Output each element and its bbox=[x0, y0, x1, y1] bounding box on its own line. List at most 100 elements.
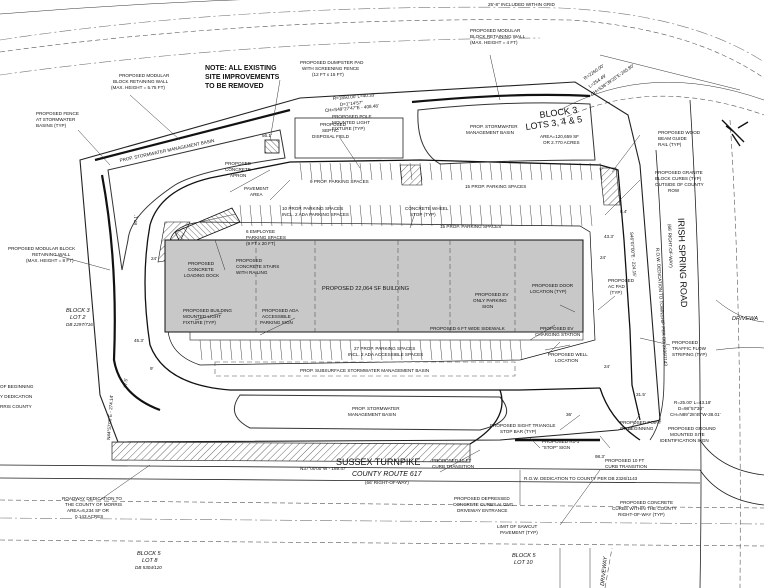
svg-text:PROPOSED DUMPSTER PAD: PROPOSED DUMPSTER PAD bbox=[300, 60, 364, 65]
svg-text:PROPOSED R1-1: PROPOSED R1-1 bbox=[542, 439, 580, 444]
svg-text:LOADING DOCK: LOADING DOCK bbox=[184, 273, 220, 278]
svg-text:R=25.00' L=43.18': R=25.00' L=43.18' bbox=[674, 400, 711, 405]
parking-stall-line bbox=[559, 204, 563, 227]
svg-text:(MAX. HEIGHT = 4 FT): (MAX. HEIGHT = 4 FT) bbox=[470, 40, 518, 45]
svg-text:(9 FT x 20 FT): (9 FT x 20 FT) bbox=[246, 241, 276, 246]
parking-stall-line bbox=[419, 204, 423, 227]
parking-stall-line bbox=[389, 339, 393, 361]
svg-text:PROPOSED 10 FT: PROPOSED 10 FT bbox=[605, 458, 645, 463]
svg-text:WITH SCREENING FENCE: WITH SCREENING FENCE bbox=[302, 66, 359, 71]
svg-text:BLOCK CURBS (TYP): BLOCK CURBS (TYP) bbox=[655, 176, 702, 181]
svg-text:INCL. 2 ADA PARKING SPACES: INCL. 2 ADA PARKING SPACES bbox=[282, 212, 349, 217]
svg-text:PROPOSED DEPRESSED: PROPOSED DEPRESSED bbox=[454, 496, 510, 501]
svg-text:(66' RIGHT-OF-WAY): (66' RIGHT-OF-WAY) bbox=[667, 224, 674, 268]
parking-stall-line bbox=[569, 162, 573, 181]
parking-stall-line bbox=[209, 339, 213, 361]
svg-text:DB 5304/120: DB 5304/120 bbox=[135, 565, 162, 570]
svg-text:AREA: AREA bbox=[250, 192, 263, 197]
svg-text:PROPOSED 6 FT WIDE SIDEWALK: PROPOSED 6 FT WIDE SIDEWALK bbox=[430, 326, 506, 331]
parking-stall-line bbox=[429, 162, 433, 181]
parking-stall-line bbox=[599, 162, 603, 181]
svg-text:31.5': 31.5' bbox=[636, 392, 646, 397]
svg-text:IDENTIFICATION SIGN: IDENTIFICATION SIGN bbox=[660, 438, 709, 443]
svg-text:PROPOSED EV: PROPOSED EV bbox=[475, 292, 509, 297]
parking-stall-line bbox=[229, 339, 233, 361]
svg-text:OUTSIDE OF COUNTY: OUTSIDE OF COUNTY bbox=[655, 182, 704, 187]
parking-stall-line bbox=[549, 204, 553, 227]
svg-text:OF BEGINNING: OF BEGINNING bbox=[620, 426, 654, 431]
parking-stall-line bbox=[489, 339, 493, 361]
parking-stall-line bbox=[379, 162, 383, 181]
parking-stall-line bbox=[479, 339, 483, 361]
svg-text:ROADWAY DEDICATION TO: ROADWAY DEDICATION TO bbox=[62, 496, 122, 501]
svg-text:PROPOSED FENCE: PROPOSED FENCE bbox=[36, 111, 79, 116]
svg-text:MOUNTED SITE: MOUNTED SITE bbox=[670, 432, 705, 437]
parking-stall-line bbox=[589, 162, 593, 181]
wood-guide-rail bbox=[599, 167, 621, 206]
parking-stalls-middle bbox=[239, 204, 593, 227]
svg-text:(MAX. HEIGHT = 8 FT): (MAX. HEIGHT = 8 FT) bbox=[26, 258, 74, 263]
roadway-dedication-area bbox=[111, 441, 471, 463]
subsurface-basin bbox=[214, 361, 516, 377]
svg-text:RRIS COUNTY: RRIS COUNTY bbox=[0, 404, 32, 409]
parking-stall-line bbox=[499, 204, 503, 227]
parking-stall-line bbox=[569, 204, 573, 227]
parking-stall-line bbox=[549, 162, 553, 181]
svg-text:BLOCK RETAINING WALL: BLOCK RETAINING WALL bbox=[470, 34, 526, 39]
svg-text:CONCRETE: CONCRETE bbox=[188, 267, 214, 272]
svg-text:CURB TRANSITION: CURB TRANSITION bbox=[432, 464, 474, 469]
svg-text:(12 FT x 15 FT): (12 FT x 15 FT) bbox=[312, 72, 344, 77]
svg-text:FIXTURE (TYP): FIXTURE (TYP) bbox=[332, 126, 365, 131]
svg-text:BLOCK RETAINING WALL: BLOCK RETAINING WALL bbox=[113, 79, 169, 84]
parking-stall-line bbox=[389, 204, 393, 227]
svg-text:DB 2297/716: DB 2297/716 bbox=[66, 322, 93, 327]
svg-text:LIMIT OF SAWCUT: LIMIT OF SAWCUT bbox=[497, 524, 538, 529]
svg-text:PROPOSED GROUND: PROPOSED GROUND bbox=[668, 426, 716, 431]
parking-stall-line bbox=[479, 204, 483, 227]
svg-text:PROPOSED CONCRETE: PROPOSED CONCRETE bbox=[620, 500, 673, 505]
svg-text:PROPOSED WOOD: PROPOSED WOOD bbox=[658, 130, 701, 135]
svg-text:8.4': 8.4' bbox=[620, 209, 627, 214]
svg-text:Y DEDICATION: Y DEDICATION bbox=[0, 394, 32, 399]
svg-text:9': 9' bbox=[150, 366, 154, 371]
svg-text:TRAFFIC FLOW: TRAFFIC FLOW bbox=[672, 346, 707, 351]
north-arrow-icon bbox=[721, 119, 749, 147]
svg-text:43.3': 43.3' bbox=[604, 234, 614, 239]
parking-stall-line bbox=[459, 204, 463, 227]
stormwater-basin-south bbox=[233, 394, 508, 431]
svg-text:PAVEMENT (TYP): PAVEMENT (TYP) bbox=[500, 530, 538, 535]
svg-text:COUNTY ROUTE 617: COUNTY ROUTE 617 bbox=[352, 471, 423, 478]
svg-text:INCL. 2 ADA ACCESSIBLE SPACES: INCL. 2 ADA ACCESSIBLE SPACES bbox=[348, 352, 423, 357]
parking-stall-line bbox=[249, 204, 253, 227]
svg-text:0.143 ACRES: 0.143 ACRES bbox=[75, 514, 103, 519]
parking-lot-curb bbox=[144, 159, 641, 421]
svg-text:CH=N89°28'49"W-38.01': CH=N89°28'49"W-38.01' bbox=[670, 412, 721, 417]
svg-text:PROPOSED ADA: PROPOSED ADA bbox=[262, 308, 299, 313]
parking-stall-line bbox=[499, 162, 503, 181]
parking-stall-line bbox=[239, 204, 243, 227]
parking-stall-line bbox=[419, 339, 423, 361]
svg-text:DISPOSAL FIELD: DISPOSAL FIELD bbox=[312, 134, 350, 139]
svg-text:PROPOSED EV: PROPOSED EV bbox=[540, 326, 574, 331]
sussex-turnpike bbox=[0, 464, 764, 588]
svg-text:45.3': 45.3' bbox=[134, 338, 144, 343]
svg-text:AREA=120,659 SF: AREA=120,659 SF bbox=[540, 134, 579, 139]
parking-stall-line bbox=[579, 204, 583, 227]
svg-text:MOUNTED LIGHT: MOUNTED LIGHT bbox=[332, 120, 370, 125]
svg-text:CURB TRANSITION: CURB TRANSITION bbox=[605, 464, 647, 469]
parking-stall-line bbox=[459, 339, 463, 361]
svg-text:PROPOSED: PROPOSED bbox=[672, 340, 699, 345]
parking-stalls-south bbox=[199, 339, 523, 361]
parking-stall-line bbox=[339, 339, 343, 361]
property-boundary bbox=[79, 81, 661, 443]
parking-stall-line bbox=[329, 162, 333, 181]
svg-text:SIGN: SIGN bbox=[482, 304, 493, 309]
parking-stall-line bbox=[449, 162, 453, 181]
svg-text:LOCATION: LOCATION bbox=[555, 358, 578, 363]
svg-text:STOP BAR (TYP): STOP BAR (TYP) bbox=[500, 429, 537, 434]
svg-text:BLOCK 3: BLOCK 3 bbox=[66, 308, 91, 314]
parking-stall-line bbox=[439, 162, 443, 181]
svg-text:SEPTIC: SEPTIC bbox=[322, 128, 339, 133]
parking-stall-line bbox=[279, 339, 283, 361]
svg-text:BLOCK 5: BLOCK 5 bbox=[137, 551, 162, 557]
